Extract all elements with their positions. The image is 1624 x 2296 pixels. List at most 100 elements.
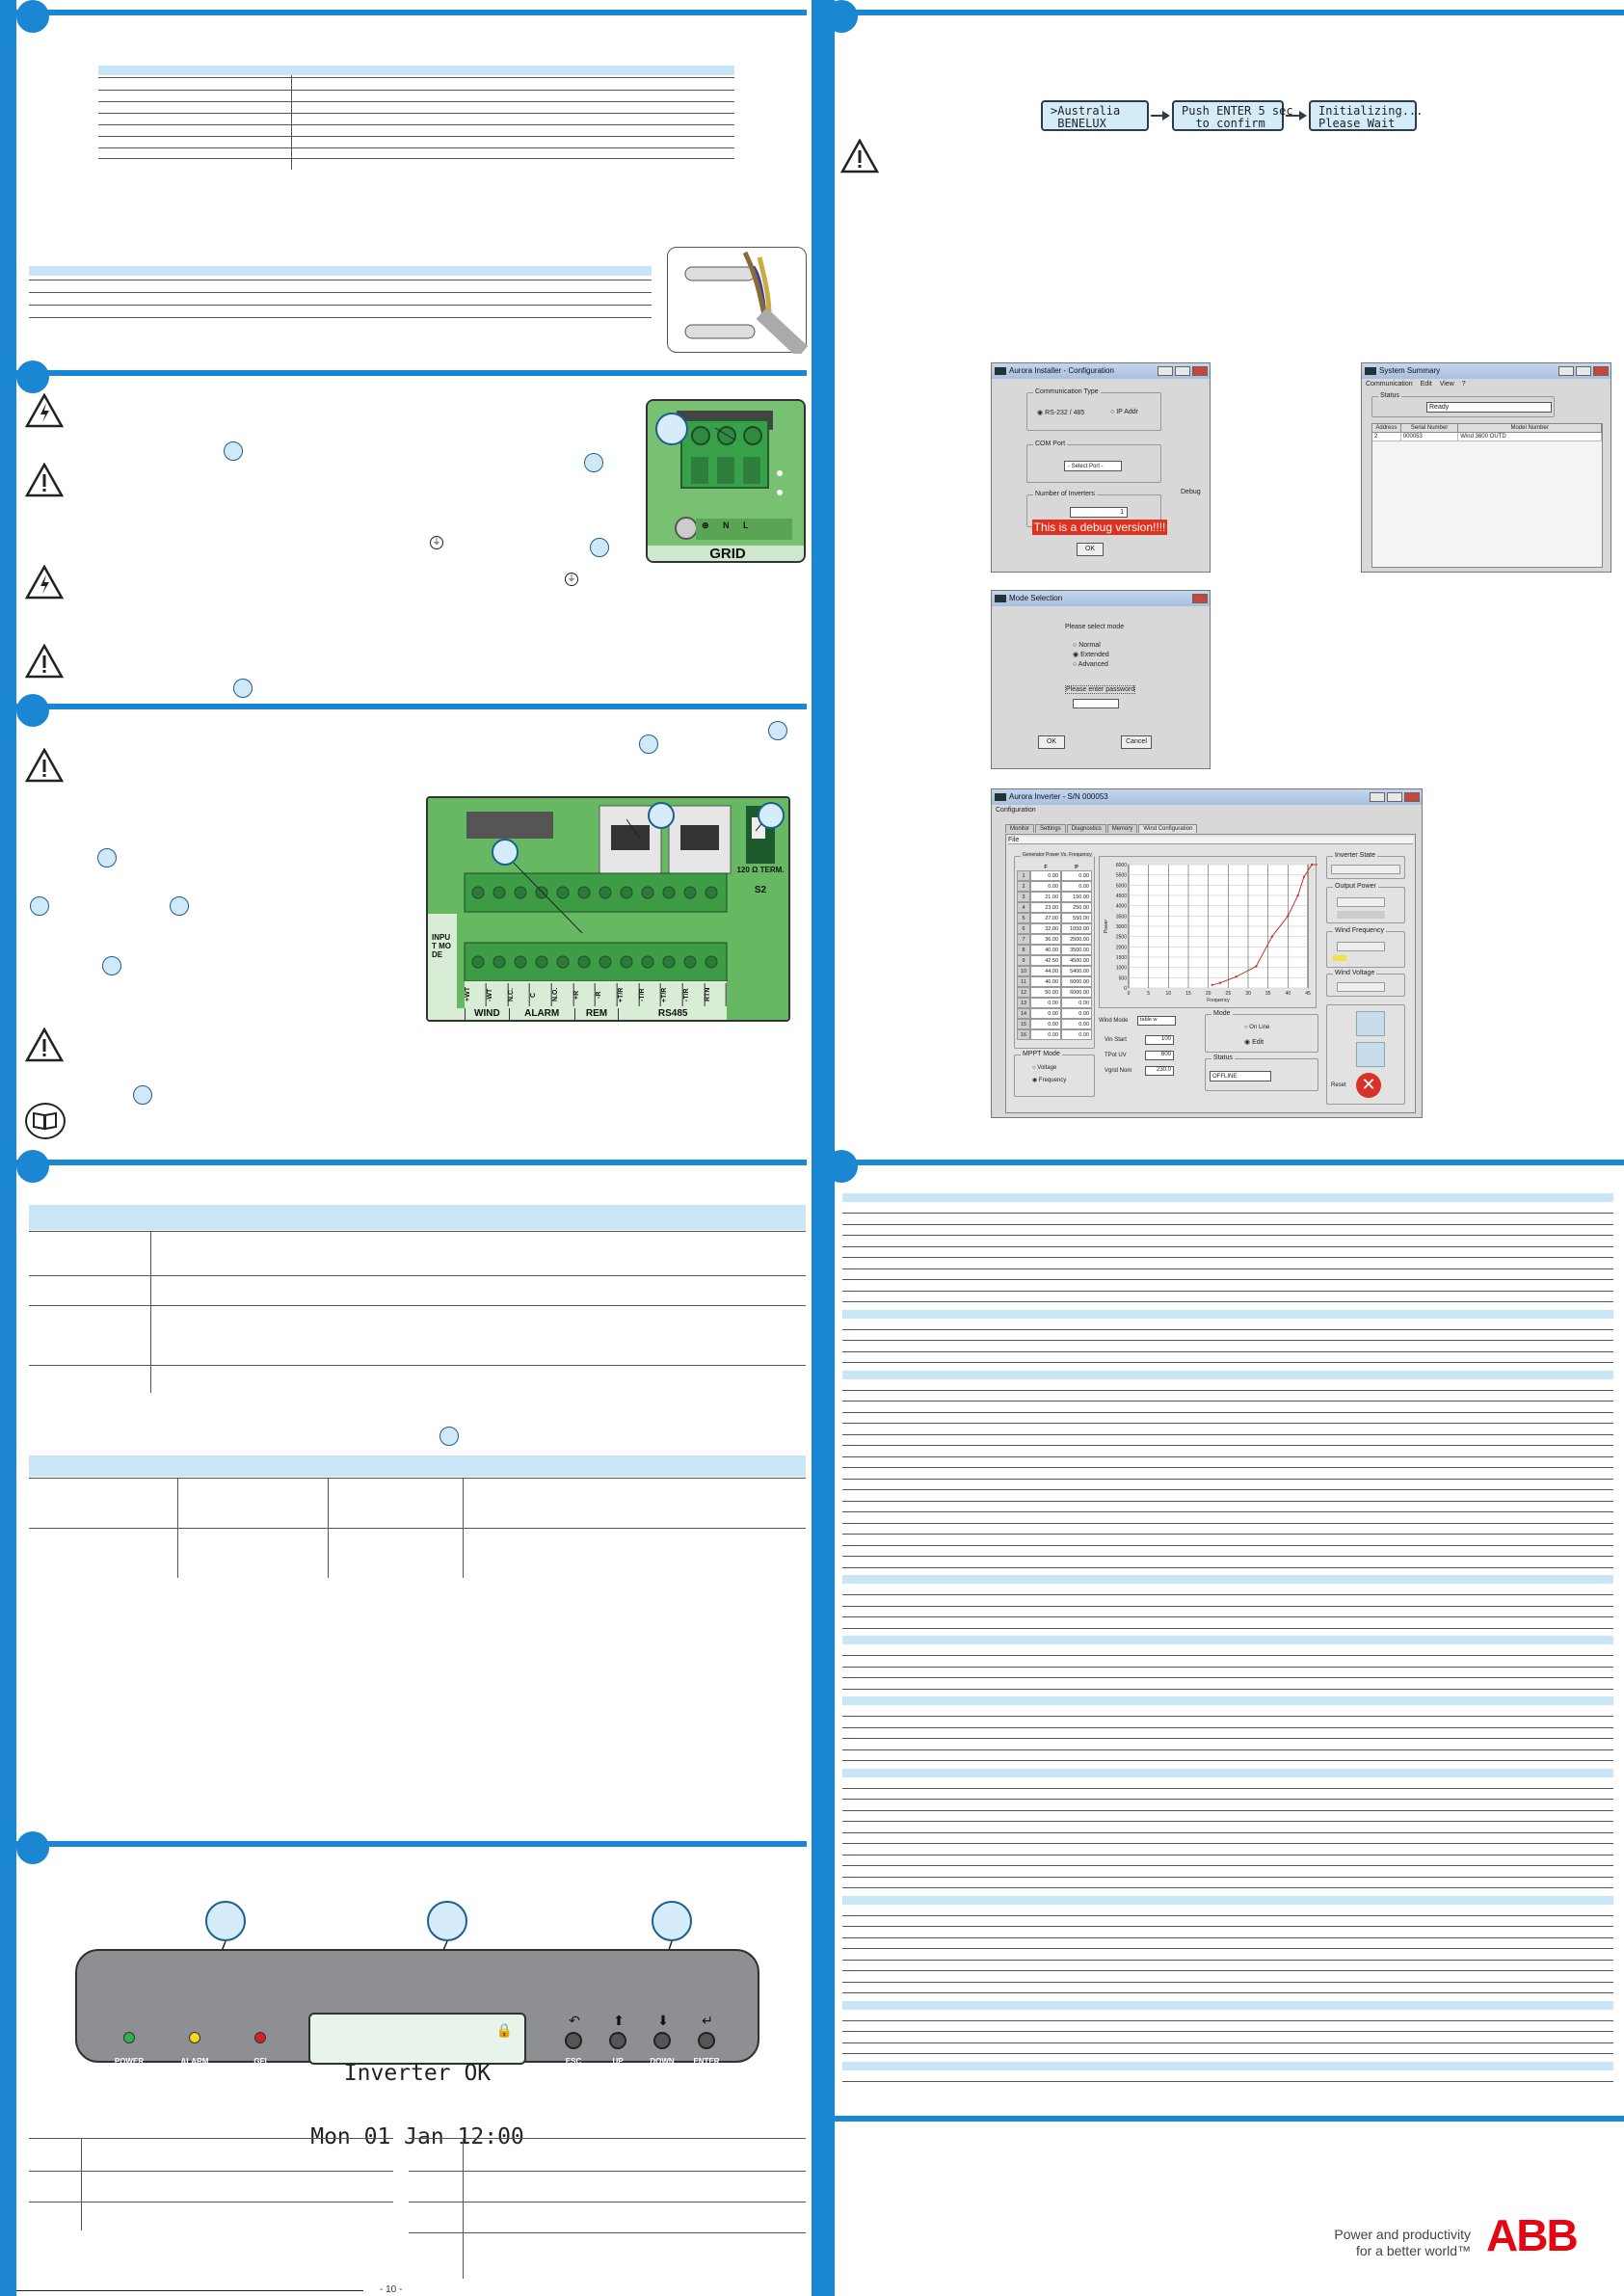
ok-button[interactable]: OK [1038, 735, 1065, 749]
power-cell[interactable]: 150.00 [1061, 892, 1092, 902]
enter-arrow-icon: ↵ [702, 2013, 713, 2028]
num-inverters-input[interactable]: 1 [1070, 507, 1128, 518]
power-cell[interactable]: 0.00 [1061, 881, 1092, 892]
maximize-button[interactable] [1576, 366, 1591, 376]
reset-icon[interactable]: ✕ [1356, 1073, 1381, 1098]
window-titlebar: Aurora Installer - Configuration [992, 363, 1210, 379]
vgrid-input[interactable]: 230.0 [1145, 1066, 1174, 1076]
freq-cell[interactable]: 40.00 [1030, 945, 1061, 955]
password-input[interactable] [1073, 699, 1119, 708]
enter-button[interactable] [698, 2032, 715, 2049]
tab-wind-configuration[interactable]: Wind Configuration [1138, 824, 1198, 833]
freq-cell[interactable]: 0.00 [1030, 870, 1061, 881]
power-cell[interactable]: 1050.00 [1061, 923, 1092, 934]
minimize-button[interactable] [1158, 366, 1173, 376]
tab-memory[interactable]: Memory [1106, 824, 1138, 833]
power-cell[interactable]: 0.00 [1061, 1029, 1092, 1040]
terminal-group-label: RS485 [618, 1008, 727, 1020]
close-button[interactable] [1192, 594, 1208, 603]
freq-cell[interactable]: 0.00 [1030, 1008, 1061, 1019]
mode-edit-radio[interactable]: ◉ Edit [1244, 1039, 1265, 1046]
menu-item[interactable]: View [1439, 381, 1454, 387]
esc-button[interactable] [565, 2032, 582, 2049]
power-cell[interactable]: 0.00 [1061, 1019, 1092, 1029]
power-cell[interactable]: 3500.00 [1061, 945, 1092, 955]
close-button[interactable] [1593, 366, 1609, 376]
table-row-rule [842, 1245, 1613, 1247]
callout-marker [439, 1427, 459, 1446]
mode-radio-extended[interactable]: ◉ Extended [1073, 651, 1109, 660]
table-row-rule [842, 2053, 1613, 2054]
ok-button[interactable]: OK [1077, 543, 1104, 556]
freq-cell[interactable]: 42.50 [1030, 955, 1061, 966]
menu-item[interactable]: Communication [1366, 381, 1413, 387]
mppt-voltage-radio[interactable]: ○ Voltage [1032, 1065, 1057, 1071]
power-cell[interactable]: 5400.00 [1061, 966, 1092, 976]
freq-cell[interactable]: 50.00 [1030, 987, 1061, 998]
menu-item[interactable]: ? [1461, 381, 1466, 387]
table-rule [29, 1478, 806, 1479]
radio-ip[interactable]: ○ IP Addr [1110, 409, 1139, 415]
power-cell[interactable]: 0.00 [1061, 1008, 1092, 1019]
menu-configuration[interactable]: Configuration [996, 807, 1036, 814]
freq-cell[interactable]: 0.00 [1030, 881, 1061, 892]
freq-cell[interactable]: 27.00 [1030, 913, 1061, 923]
wind-mode-select[interactable]: table w [1137, 1016, 1176, 1026]
vin-start-input[interactable]: 100 [1145, 1035, 1174, 1045]
maximize-button[interactable] [1175, 366, 1190, 376]
mode-radio-advanced[interactable]: ○ Advanced [1073, 660, 1109, 670]
mppt-frequency-radio[interactable]: ◉ Frequency [1032, 1078, 1067, 1083]
power-cell[interactable]: 550.00 [1061, 913, 1092, 923]
freq-cell[interactable]: 0.00 [1030, 1019, 1061, 1029]
callout-marker [427, 1901, 467, 1941]
power-curve-point [1287, 915, 1290, 918]
radio-rs232[interactable]: ◉ RS-232 / 485 [1037, 410, 1085, 416]
cancel-button[interactable]: Cancel [1121, 735, 1152, 749]
freq-cell[interactable]: 21.00 [1030, 892, 1061, 902]
debug-checkbox[interactable]: Debug [1181, 489, 1201, 495]
power-cell[interactable]: 0.00 [1061, 998, 1092, 1008]
freq-cell[interactable]: 23.00 [1030, 902, 1061, 913]
table-row-rule [842, 1760, 1613, 1761]
alarm-label: ALARM [180, 2057, 209, 2066]
freq-cell[interactable]: 46.00 [1030, 976, 1061, 987]
menu-item[interactable]: Edit [1420, 381, 1432, 387]
minimize-button[interactable] [1558, 366, 1574, 376]
freq-cell[interactable]: 0.00 [1030, 1029, 1061, 1040]
freq-cell[interactable]: 32.00 [1030, 923, 1061, 934]
down-button[interactable] [653, 2032, 671, 2049]
mode-online-radio[interactable]: ○ On Line [1244, 1025, 1270, 1030]
freq-cell[interactable]: 0.00 [1030, 998, 1061, 1008]
status-group: Status Ready [1371, 392, 1555, 417]
tab-settings[interactable]: Settings [1035, 824, 1066, 833]
close-button[interactable] [1404, 792, 1420, 802]
alarm-led [189, 2032, 200, 2043]
tab-monitor[interactable]: Monitor [1005, 824, 1035, 833]
power-cell[interactable]: 6000.00 [1061, 987, 1092, 998]
minimize-button[interactable] [1370, 792, 1385, 802]
up-button[interactable] [609, 2032, 626, 2049]
power-cell[interactable]: 6000.00 [1061, 976, 1092, 987]
wind-voltage-group: Wind Voltage [1326, 970, 1405, 997]
freq-cell[interactable]: 36.00 [1030, 934, 1061, 945]
maximize-button[interactable] [1387, 792, 1402, 802]
power-cell[interactable]: 250.00 [1061, 902, 1092, 913]
power-cell[interactable]: 0.00 [1061, 870, 1092, 881]
table-rule [98, 158, 734, 159]
tab-diagnostics[interactable]: Diagnostics [1066, 824, 1106, 833]
table-rule [29, 2171, 393, 2172]
table-rule [29, 1365, 806, 1366]
power-cell[interactable]: 2500.00 [1061, 934, 1092, 945]
flow-arrow [1286, 111, 1307, 120]
tpot-input[interactable]: 600 [1145, 1051, 1174, 1060]
power-cell[interactable]: 4500.00 [1061, 955, 1092, 966]
row-index: 4 [1017, 902, 1030, 913]
close-button[interactable] [1192, 366, 1208, 376]
com-port-select[interactable]: - Select Port - [1064, 461, 1122, 471]
load-icon[interactable] [1356, 1011, 1385, 1036]
mode-radio-normal[interactable]: ○ Normal [1073, 641, 1109, 651]
freq-cell[interactable]: 44.00 [1030, 966, 1061, 976]
save-icon[interactable] [1356, 1042, 1385, 1067]
